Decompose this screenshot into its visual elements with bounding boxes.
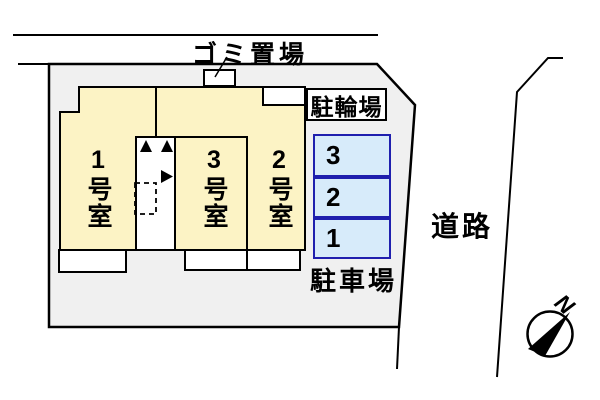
parking-spot-number: 3	[326, 140, 341, 170]
parking-spot-2: 2	[313, 177, 391, 218]
compass-needle-icon	[528, 312, 570, 356]
dashed-entry-outline	[134, 182, 157, 215]
stairs-up-icon	[161, 140, 173, 152]
bicycle-parking-label-box: 駐輪場	[306, 88, 387, 121]
road-label: 道路	[431, 211, 494, 242]
road-right-edge	[496, 57, 563, 378]
parking-spot-1: 1	[313, 218, 391, 259]
garbage-area-label: ゴミ置場	[192, 41, 309, 69]
parking-spot-number: 2	[326, 182, 341, 212]
parking-spot-number: 1	[326, 223, 341, 253]
bicycle-parking-label: 駐輪場	[310, 93, 383, 120]
arrow-right-icon	[161, 170, 173, 183]
garbage-box	[203, 69, 236, 87]
car-parking-label: 駐車場	[310, 266, 398, 296]
garbage-leader-line	[214, 56, 228, 78]
balcony-room-3	[184, 249, 248, 271]
balcony-room-2	[246, 249, 301, 271]
road-left-edge-extension	[396, 326, 400, 370]
balcony-room-1	[58, 249, 127, 273]
room-1-label: 1号室	[84, 146, 112, 230]
room-2-label: 2号室	[265, 146, 293, 230]
building-top-notch	[262, 86, 306, 106]
parking-spot-3: 3	[313, 134, 391, 177]
stairs-up-icon	[140, 140, 152, 152]
room-3-label: 3号室	[200, 146, 228, 230]
